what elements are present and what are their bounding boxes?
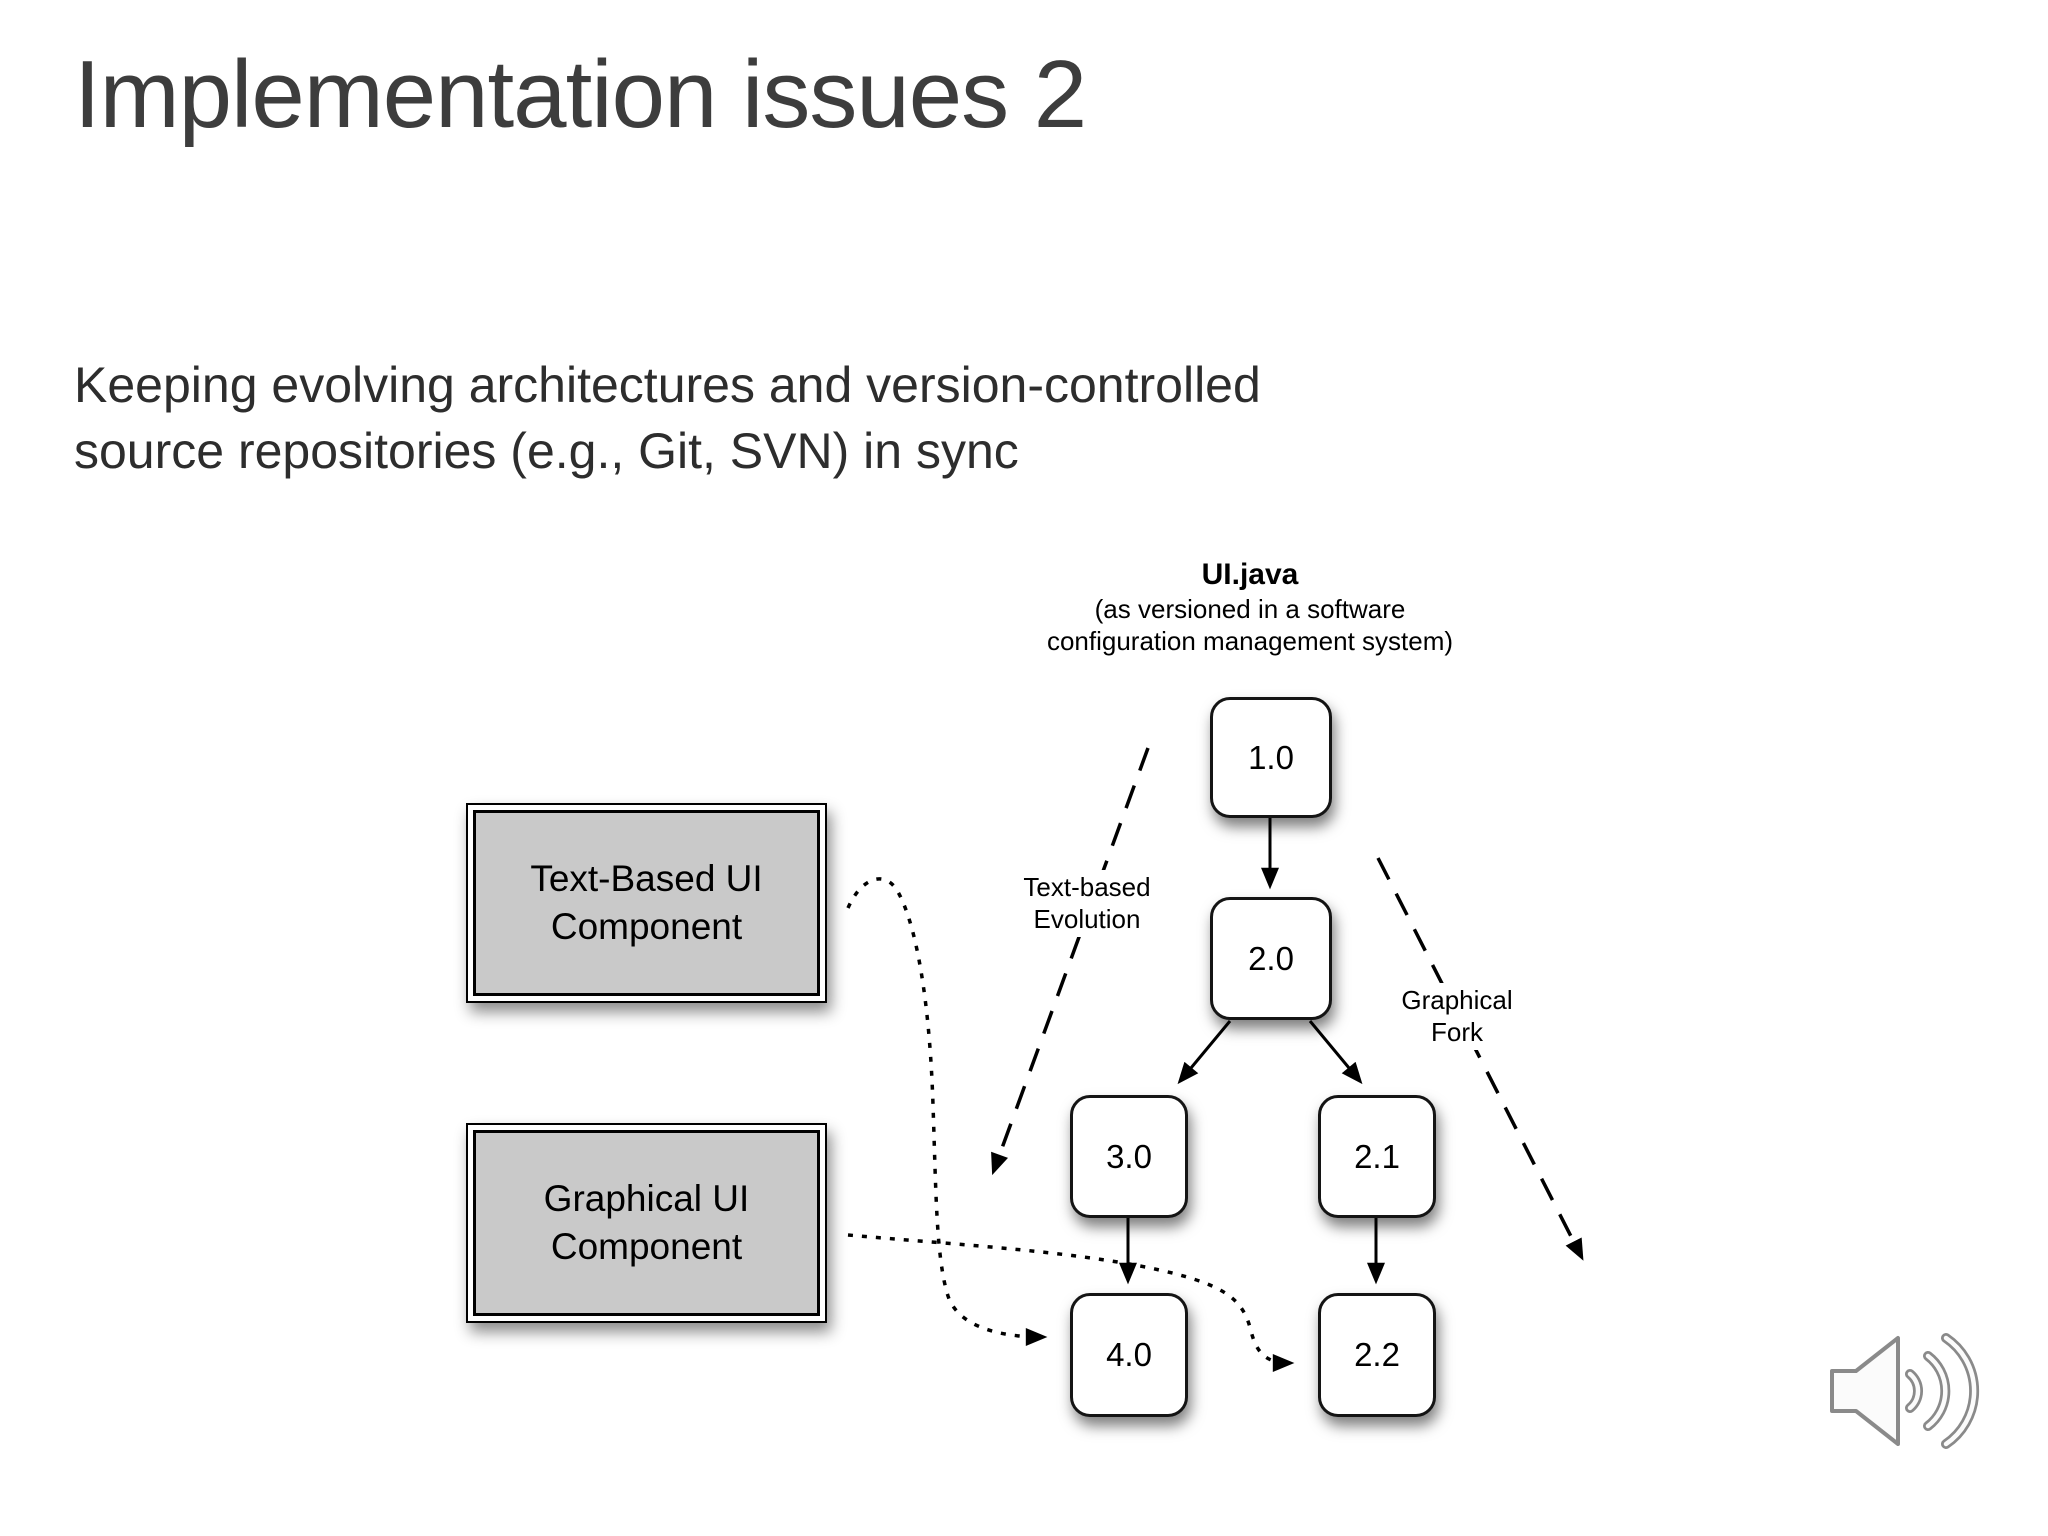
- file-caption: (as versioned in a software configuratio…: [1046, 594, 1454, 656]
- version-node-label: 2.2: [1354, 1336, 1400, 1373]
- audio-speaker-icon[interactable]: [1822, 1326, 2002, 1458]
- arrow-2.0-to-3.0: [1177, 1020, 1232, 1085]
- slide-subtitle: Keeping evolving architectures and versi…: [74, 357, 1261, 479]
- version-node-4.0: 4.0: [1070, 1293, 1188, 1417]
- dashed-arrow-graphical-fork: [1376, 857, 1584, 1261]
- dotted-link-text-based-component-to-4.0: [846, 877, 1048, 1346]
- component-box-inner: Graphical UI Component: [473, 1130, 820, 1316]
- version-node-label: 2.0: [1248, 939, 1294, 977]
- component-box-text-based-ui: Text-Based UI Component: [466, 803, 827, 1003]
- dashed-arrow-text-based-evolution: [991, 747, 1150, 1176]
- version-node-2.2: 2.2: [1318, 1293, 1436, 1417]
- version-node-2.0: 2.0: [1210, 897, 1332, 1020]
- file-name: UI.java: [1201, 558, 1299, 591]
- dotted-link-graphical-component-to-2.2: [847, 1233, 1295, 1372]
- file-label: UI.java (as versioned in a software conf…: [1000, 558, 1500, 658]
- version-node-2.1: 2.1: [1318, 1095, 1436, 1218]
- speaker-cone-shape: [1830, 1336, 1900, 1446]
- component-box-graphical-ui: Graphical UI Component: [466, 1123, 827, 1323]
- edge-label-text-based-evolution: Text-based Evolution: [987, 870, 1187, 938]
- version-node-1.0: 1.0: [1210, 697, 1332, 818]
- sound-wave-arcs: [1905, 1333, 1980, 1449]
- version-node-3.0: 3.0: [1070, 1095, 1188, 1218]
- version-node-label: 4.0: [1106, 1336, 1152, 1373]
- edge-label-graphical-fork: Graphical Fork: [1357, 983, 1557, 1051]
- component-label: Text-Based UI Component: [530, 857, 763, 947]
- component-label: Graphical UI Component: [543, 1177, 750, 1267]
- version-node-label: 1.0: [1248, 738, 1294, 776]
- version-node-label: 3.0: [1106, 1137, 1152, 1175]
- page-title: Implementation issues 2: [74, 41, 1087, 148]
- arrow-2.0-to-2.1: [1308, 1020, 1363, 1085]
- version-node-label: 2.1: [1354, 1137, 1400, 1175]
- component-box-inner: Text-Based UI Component: [473, 810, 820, 996]
